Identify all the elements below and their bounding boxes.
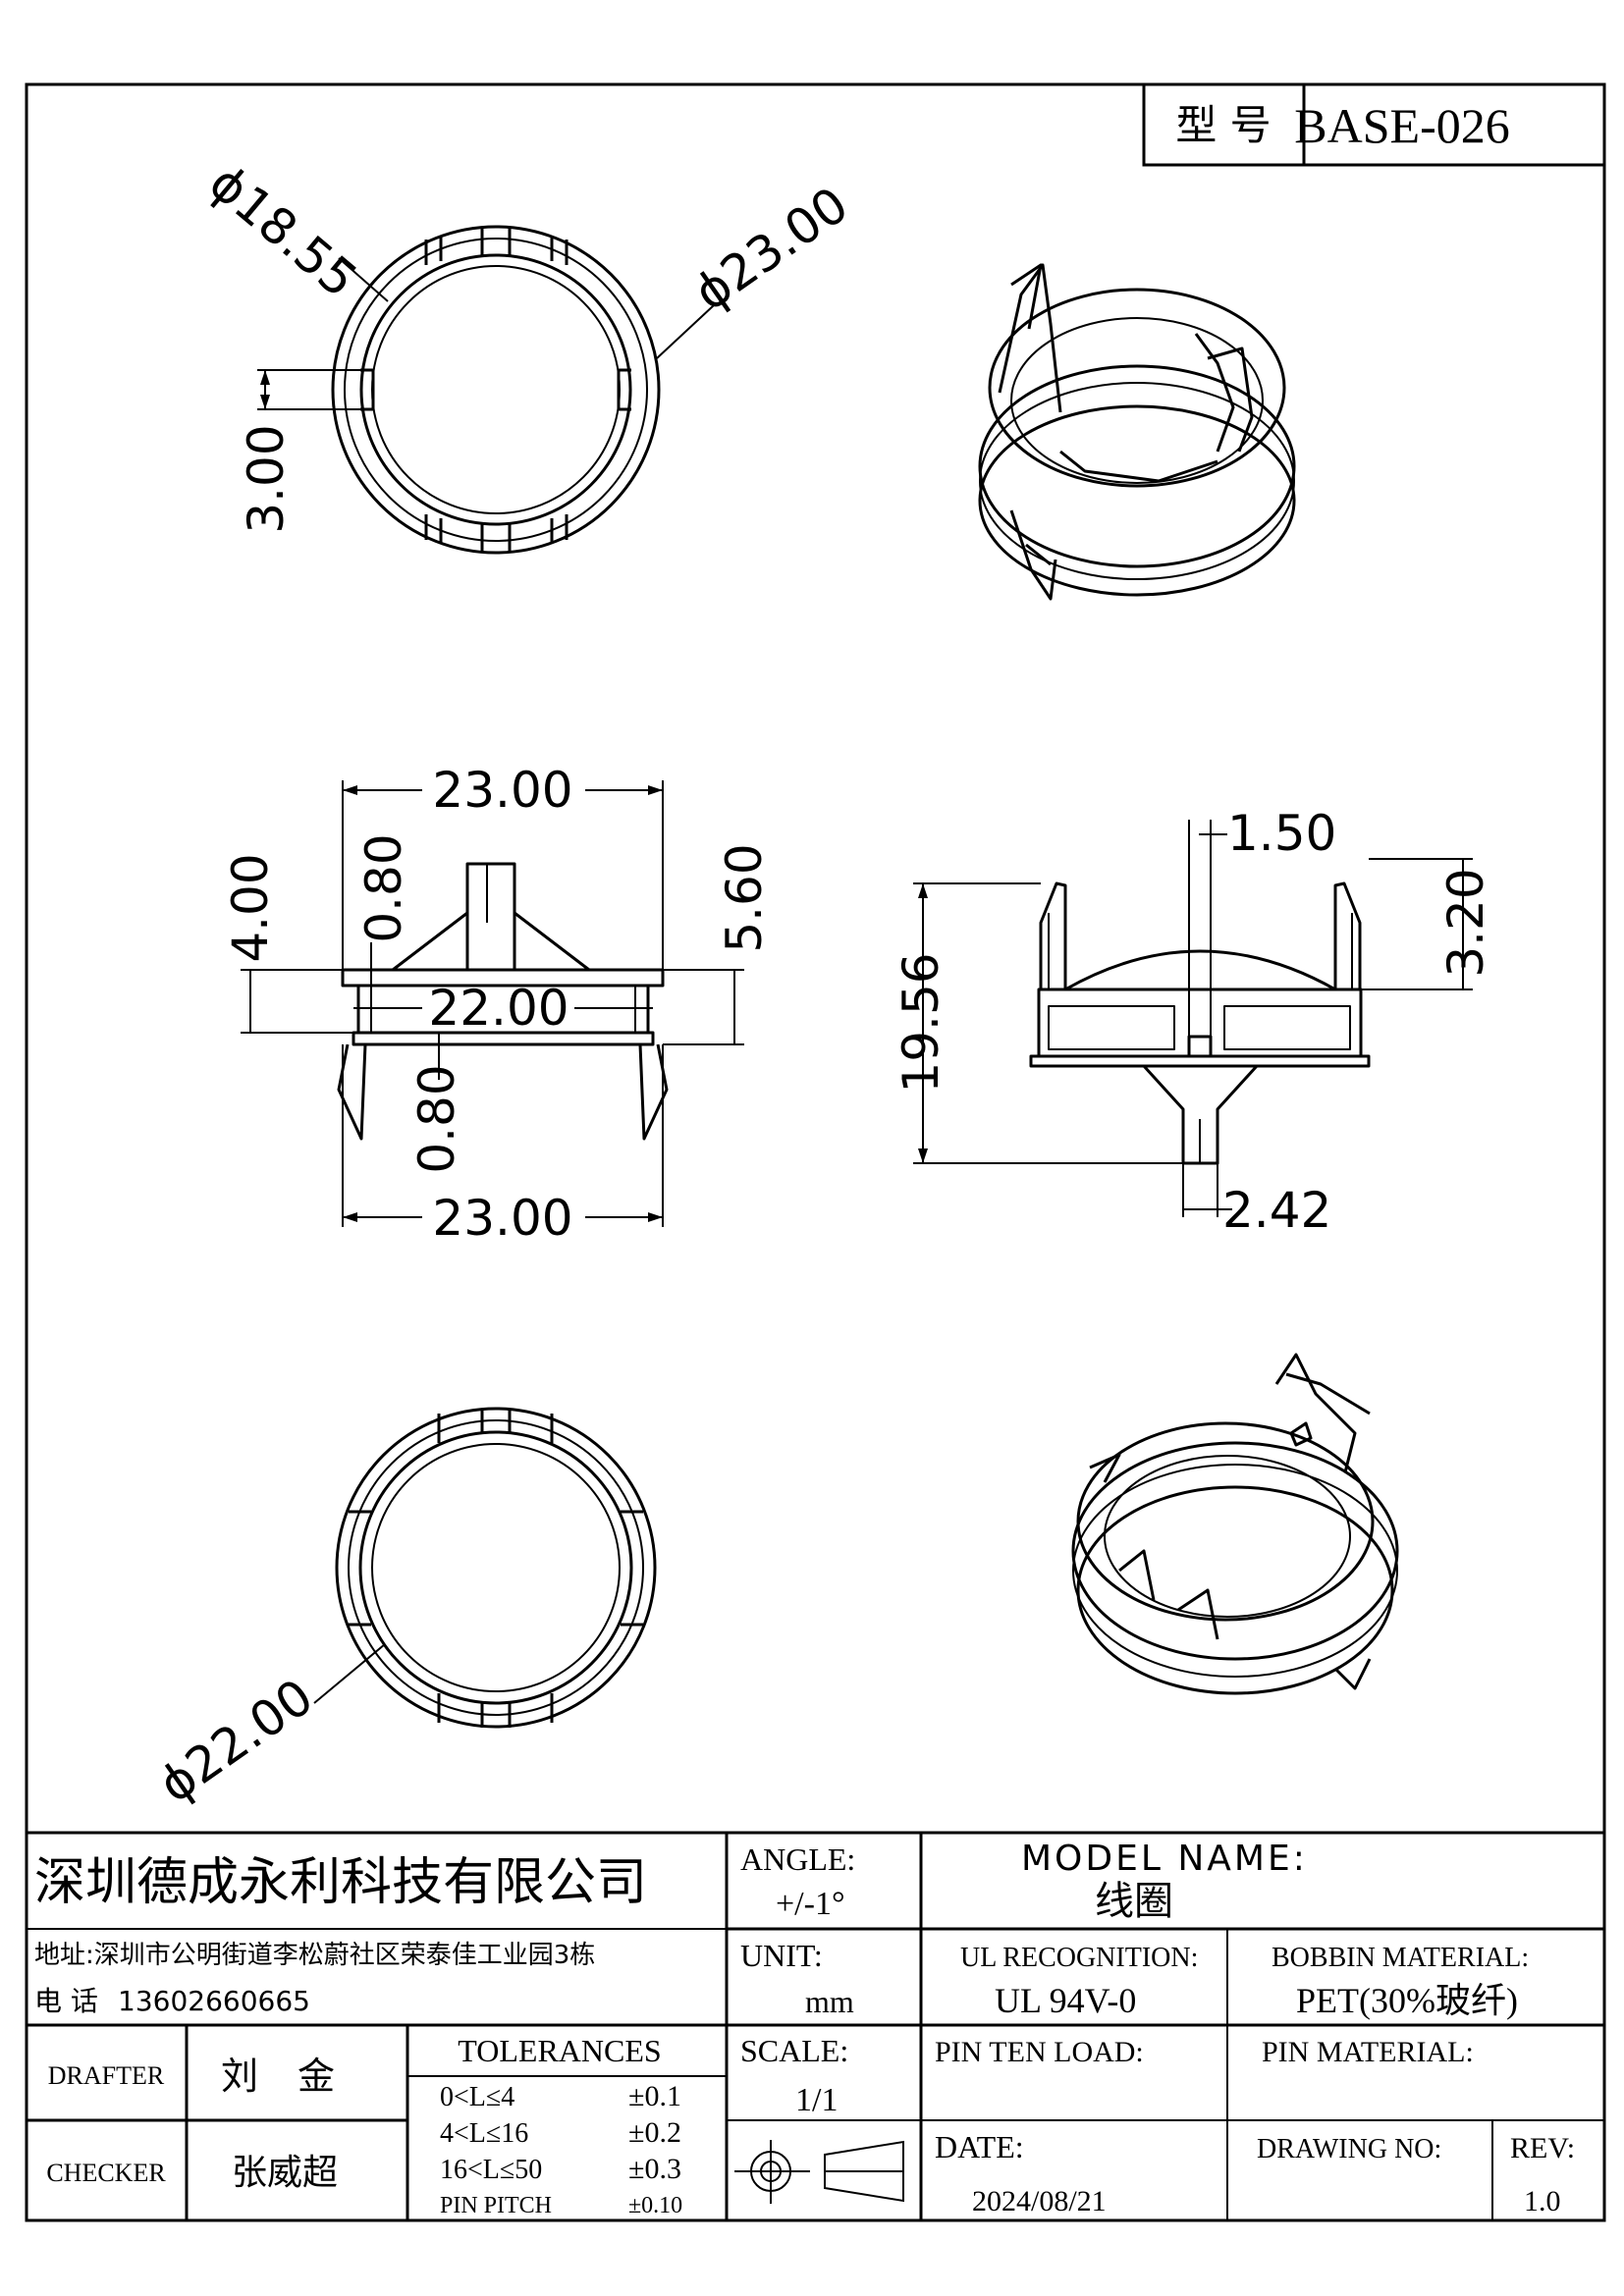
top-view — [257, 225, 715, 555]
pin-ten-load-label: PIN TEN LOAD: — [935, 2036, 1144, 2068]
bobbin-value: PET(30%玻纤) — [1296, 1981, 1518, 2020]
dim-top-outer-dia: ϕ23.00 — [684, 176, 859, 322]
tolerances-label: TOLERANCES — [458, 2033, 661, 2068]
drafter-value: 刘 金 — [221, 2055, 349, 2098]
dim-top-slot: 3.00 — [238, 424, 295, 533]
dim-side-tab: 3.20 — [1437, 868, 1494, 977]
angle-value: +/-1° — [776, 1886, 845, 1922]
ul-label: UL RECOGNITION: — [960, 1943, 1198, 1973]
checker-label: CHECKER — [46, 2159, 166, 2187]
tolerance-value: ±0.2 — [628, 2116, 681, 2149]
angle-label: ANGLE: — [740, 1842, 855, 1877]
dim-front-pin-height: 4.00 — [222, 853, 279, 962]
dim-front-flange-top: 0.80 — [355, 833, 412, 942]
tolerance-range: 0<L≤4 — [440, 2082, 514, 2112]
iso-view-bottom — [1071, 1353, 1399, 1695]
dim-front-mid-width: 22.00 — [428, 980, 568, 1037]
tolerance-range: 16<L≤50 — [440, 2155, 542, 2185]
drafter-label: DRAFTER — [48, 2061, 165, 2090]
checker-value: 张威超 — [232, 2153, 338, 2193]
side-view — [913, 820, 1473, 1217]
date-label: DATE: — [935, 2129, 1024, 2164]
dim-front-flange-bottom: 0.80 — [408, 1064, 465, 1173]
bottom-view — [313, 1407, 657, 1729]
dim-front-total: 5.60 — [716, 843, 773, 952]
tolerance-value: ±0.1 — [628, 2080, 681, 2112]
dim-side-pin-width: 1.50 — [1227, 805, 1336, 862]
date-value: 2024/08/21 — [972, 2185, 1107, 2217]
tolerance-range: 4<L≤16 — [440, 2118, 528, 2149]
model-label: 型 号 — [1175, 101, 1271, 149]
drawing-no-label: DRAWING NO: — [1257, 2134, 1441, 2164]
scale-label: SCALE: — [740, 2033, 848, 2068]
model-name-label: MODEL NAME: — [1021, 1839, 1308, 1879]
company-address: 地址:深圳市公明街道李松蔚社区荣泰佳工业园3栋 — [34, 1941, 595, 1970]
tolerance-range: PIN PITCH — [440, 2193, 552, 2218]
dim-front-bottom-width: 23.00 — [432, 1190, 572, 1247]
company-name: 深圳德成永利科技有限公司 — [34, 1853, 647, 1912]
ul-value: UL 94V-0 — [995, 1981, 1136, 2020]
drawing-border — [25, 82, 1606, 2222]
model-name-value: 线圈 — [1095, 1879, 1173, 1924]
rev-value: 1.0 — [1524, 2185, 1561, 2217]
dim-bottom-dia: ϕ22.00 — [149, 1668, 324, 1814]
unit-label: UNIT: — [740, 1938, 823, 1973]
dim-side-bottom-pin: 2.42 — [1222, 1182, 1331, 1239]
title-block — [27, 1831, 1604, 2220]
dim-front-top-width: 23.00 — [432, 762, 572, 819]
phone-label: 电 话 — [34, 1985, 98, 2017]
pin-material-label: PIN MATERIAL: — [1262, 2036, 1474, 2068]
model-value: BASE-026 — [1294, 98, 1509, 153]
front-view — [241, 780, 744, 1227]
bobbin-label: BOBBIN MATERIAL: — [1272, 1943, 1529, 1973]
scale-value: 1/1 — [795, 2082, 838, 2118]
iso-view-top — [978, 263, 1296, 601]
phone-number: 13602660665 — [118, 1985, 310, 2017]
dim-side-height: 19.56 — [893, 952, 949, 1093]
model-header: 型 号 BASE-026 — [1142, 82, 1606, 167]
tolerance-value: ±0.3 — [628, 2153, 681, 2185]
dim-top-inner-dia: ϕ18.55 — [198, 154, 367, 309]
tolerance-value: ±0.10 — [628, 2193, 682, 2218]
unit-value: mm — [805, 1984, 854, 2019]
rev-label: REV: — [1510, 2132, 1575, 2164]
